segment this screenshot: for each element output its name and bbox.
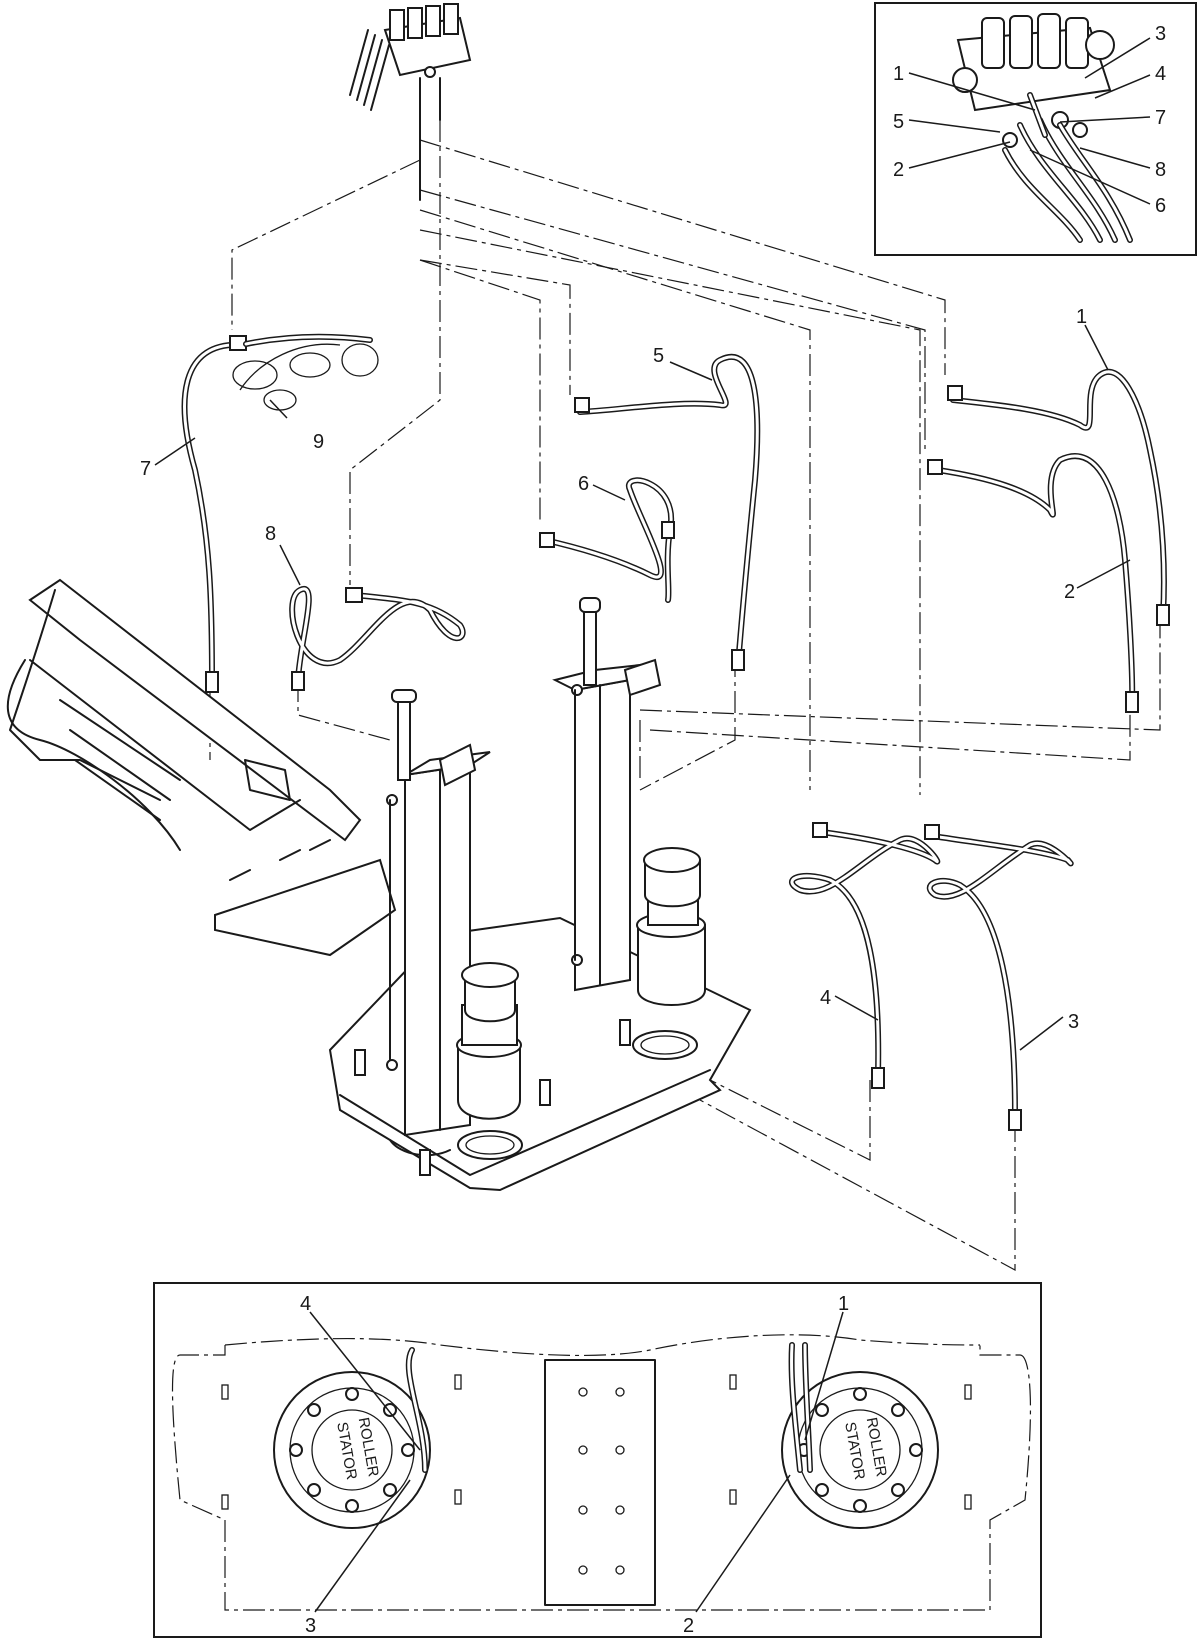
valve-detail-frame — [874, 2, 1197, 256]
hose-4 — [789, 822, 941, 1089]
main-callouts: 9 7 8 6 5 1 2 4 3 — [140, 306, 1131, 1051]
left-roller-motor — [456, 962, 523, 1160]
right-column — [552, 597, 662, 992]
blade-attachment — [6, 578, 397, 957]
hose-6 — [539, 477, 675, 603]
valve-callout-2: 2 — [893, 159, 904, 181]
phantom-routing-lines — [209, 120, 1161, 1272]
bottom-detail-inset: ROLLER STATOR ROLLER STATOR — [153, 1282, 1042, 1638]
hose-5 — [574, 354, 761, 671]
callout-3: 3 — [1068, 1011, 1079, 1033]
inset-callout-3: 3 — [305, 1615, 316, 1637]
callout-1: 1 — [1076, 306, 1087, 328]
callout-7: 7 — [140, 458, 151, 480]
valve-bank-detail — [952, 13, 1115, 148]
callout-4: 4 — [820, 987, 831, 1009]
left-column — [386, 689, 491, 1137]
valve-callout-1: 1 — [893, 63, 904, 85]
bottom-detail-frame — [153, 1282, 1042, 1638]
inset-callout-2: 2 — [683, 1615, 694, 1637]
right-roller-motor — [632, 847, 706, 1060]
left-motor-face: ROLLER STATOR — [273, 1347, 431, 1529]
valve-detail-inset: 3 1 4 5 7 2 8 6 — [874, 2, 1197, 256]
hose-1 — [947, 369, 1170, 626]
valve-callout-5: 5 — [893, 111, 904, 133]
callout-9: 9 — [313, 431, 324, 453]
valve-callout-4: 4 — [1155, 63, 1166, 85]
hose-7 — [181, 335, 247, 693]
callout-5: 5 — [653, 345, 664, 367]
hose-3 — [924, 824, 1074, 1131]
inset-callout-4: 4 — [300, 1293, 311, 1315]
inset-callout-1: 1 — [838, 1293, 849, 1315]
right-motor-face: ROLLER STATOR — [781, 1342, 939, 1529]
callout-8: 8 — [265, 523, 276, 545]
valve-callout-6: 6 — [1155, 195, 1166, 217]
hose-8 — [289, 585, 466, 691]
callout-2: 2 — [1064, 581, 1075, 603]
valve-callout-7: 7 — [1155, 107, 1166, 129]
valve-callout-8: 8 — [1155, 159, 1166, 181]
hose-9-clamps — [232, 333, 379, 411]
callout-6: 6 — [578, 473, 589, 495]
control-valve-bank — [349, 3, 472, 201]
hose-2 — [927, 453, 1139, 713]
valve-callout-3: 3 — [1155, 23, 1166, 45]
